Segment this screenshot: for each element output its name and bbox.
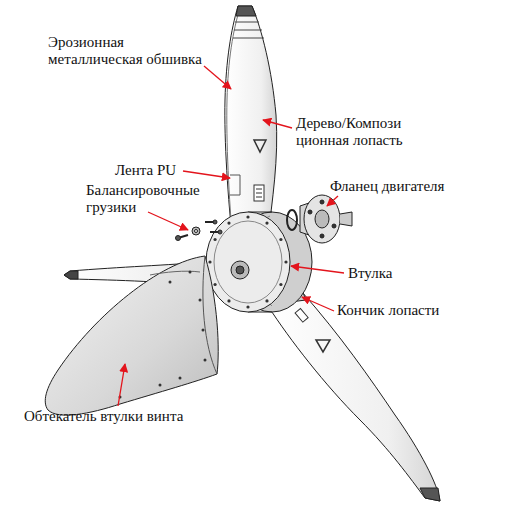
spinner-part-part bbox=[159, 384, 162, 387]
spinner-part-part bbox=[199, 299, 202, 302]
part-label: Эрозионная металлическая обшивка bbox=[48, 34, 218, 68]
engine-flange-part bbox=[304, 195, 340, 243]
part-label: Балансировочные грузики bbox=[86, 182, 218, 216]
engine-flange-part bbox=[320, 234, 324, 238]
part-label: Кончик лопасти bbox=[337, 302, 439, 319]
hub-part bbox=[206, 212, 290, 312]
leader-arrows-part bbox=[291, 266, 344, 273]
lower-blade-part bbox=[295, 308, 308, 322]
engine-flange-part bbox=[340, 212, 352, 226]
hub-bolt bbox=[227, 299, 230, 302]
part-label: Фланец двигателя bbox=[330, 178, 444, 195]
leader-arrows-part bbox=[183, 171, 230, 178]
engine-flange-part bbox=[315, 210, 329, 228]
hub-bolt bbox=[227, 221, 230, 224]
spinner-part-part bbox=[179, 377, 182, 380]
balance-weights-part bbox=[176, 236, 181, 241]
top-blade-part bbox=[254, 140, 266, 152]
part-label: Дерево/Компози ционная лопасть bbox=[296, 115, 418, 149]
lower-blade-part bbox=[268, 292, 440, 501]
hub-bolt bbox=[284, 260, 287, 263]
balance-weights-part bbox=[213, 220, 217, 224]
leader-arrows-part bbox=[148, 212, 188, 230]
engine-flange-part bbox=[320, 200, 324, 204]
balance-weights-part bbox=[195, 230, 198, 233]
hub-bolt bbox=[265, 299, 268, 302]
spinner bbox=[45, 256, 218, 415]
part-label: Обтекатель втулки винта bbox=[24, 408, 183, 425]
lower-blade-part bbox=[420, 488, 440, 501]
top-blade-part bbox=[236, 6, 256, 16]
part-label: Лента PU bbox=[115, 162, 176, 179]
top-blade bbox=[225, 6, 277, 245]
spinner-part bbox=[119, 271, 207, 399]
spinner-part-part bbox=[169, 281, 172, 284]
balance-weights bbox=[176, 220, 223, 241]
hub-bolt bbox=[279, 238, 282, 241]
top-blade-part bbox=[225, 6, 277, 245]
part-label: Втулка bbox=[348, 265, 392, 282]
top-blade-part bbox=[256, 189, 262, 197]
hub-bolt bbox=[246, 305, 249, 308]
engine-flange-part bbox=[287, 210, 297, 230]
spinner-part bbox=[45, 256, 218, 415]
spinner-part-part bbox=[204, 359, 207, 362]
hub-part bbox=[236, 266, 244, 274]
lower-blade-part bbox=[316, 340, 330, 352]
balance-weights-part bbox=[192, 227, 200, 235]
spinner-part-part bbox=[189, 271, 192, 274]
engine-flange bbox=[287, 195, 352, 243]
hub-part bbox=[208, 215, 287, 308]
hub-bolt bbox=[279, 283, 282, 286]
left-blade-part bbox=[64, 271, 78, 279]
leader-arrows-part bbox=[327, 196, 338, 206]
lower-blade bbox=[268, 292, 440, 501]
engine-flange-part bbox=[308, 210, 312, 214]
top-blade-part bbox=[230, 175, 240, 195]
spinner-part bbox=[150, 271, 200, 275]
top-blade-part bbox=[233, 22, 264, 38]
leader-arrows-part bbox=[204, 66, 231, 89]
leader-arrows-part bbox=[302, 297, 334, 311]
top-blade-part bbox=[227, 8, 240, 245]
hub-part bbox=[214, 221, 282, 303]
hub-bolt bbox=[246, 215, 249, 218]
spinner-part bbox=[203, 256, 217, 374]
balance-weights-part bbox=[218, 230, 222, 234]
leader-arrows-part bbox=[118, 364, 125, 406]
engine-flange-part bbox=[332, 224, 336, 228]
spinner-part-part bbox=[202, 329, 205, 332]
hub-bolt bbox=[208, 260, 211, 263]
hub-bolt bbox=[213, 238, 216, 241]
top-blade-part bbox=[254, 185, 264, 201]
hub-part bbox=[231, 261, 249, 279]
leader-arrows-part bbox=[263, 120, 292, 128]
hub-bolt bbox=[213, 283, 216, 286]
hub-bolt bbox=[265, 221, 268, 224]
